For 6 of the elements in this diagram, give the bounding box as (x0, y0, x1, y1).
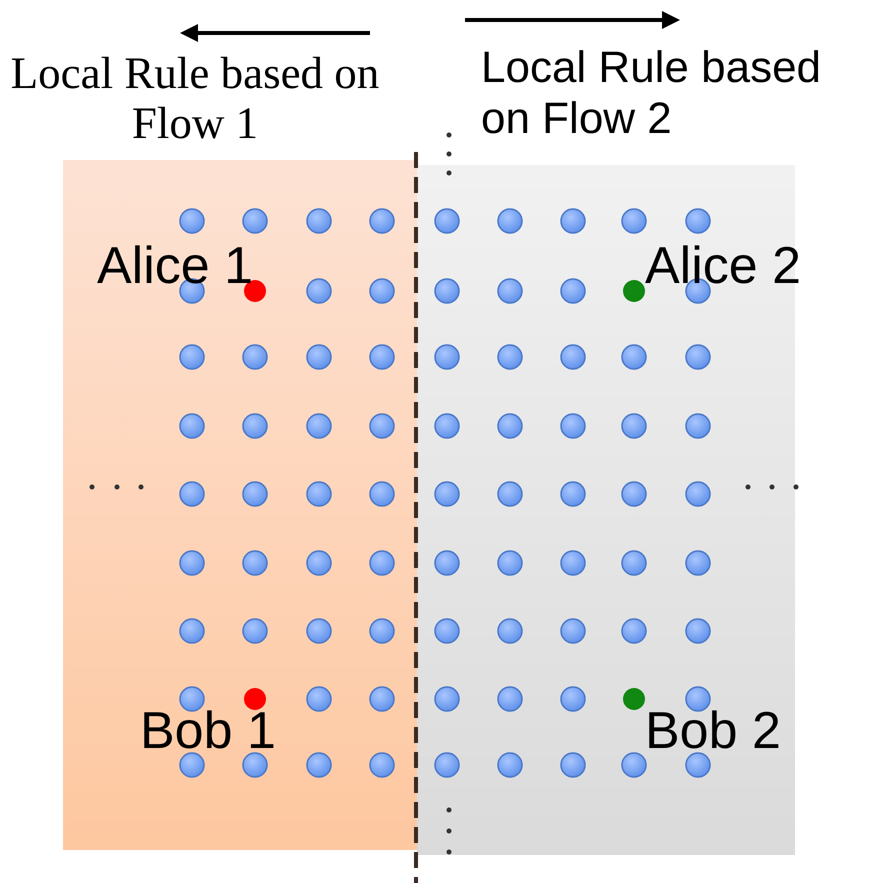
region-heading: Local Rule based on Flow 2 (481, 43, 822, 144)
node-label: Alice 1 (97, 240, 254, 292)
node-label: Bob 1 (140, 705, 276, 757)
region-heading: Local Rule based on Flow 1 (10, 48, 380, 149)
node-label: Bob 2 (645, 705, 781, 757)
node-label: Alice 2 (645, 240, 802, 292)
